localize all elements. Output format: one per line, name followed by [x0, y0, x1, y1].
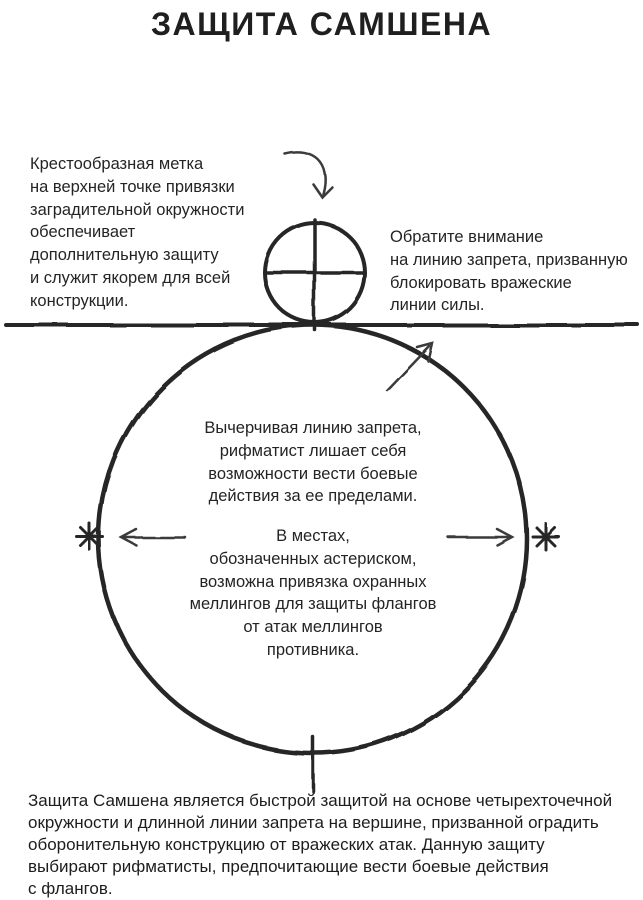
anchor-pointer-arrow-icon — [282, 150, 334, 199]
left-asterisk-icon — [75, 522, 105, 552]
annotation-forbiddance-line: Обратите внимание на линию запрета, приз… — [390, 228, 628, 315]
annotation-circle-note-1: Вычерчивая линию запрета, рифматист лиша… — [204, 419, 422, 506]
annotation-anchor-mark: Крестообразная метка на верхней точке пр… — [30, 155, 245, 310]
right-flank-arrow-icon — [446, 527, 515, 547]
left-flank-arrow-icon — [118, 527, 187, 547]
line-pointer-arrow-icon — [385, 341, 434, 392]
page-title: ЗАЩИТА САМШЕНА — [150, 6, 493, 42]
right-asterisk-icon — [531, 522, 561, 552]
annotation-circle-note-2: В местах, обозначенных астериском, возмо… — [189, 527, 437, 659]
footer-paragraph: Защита Самшена является быстрой защитой … — [28, 791, 613, 899]
